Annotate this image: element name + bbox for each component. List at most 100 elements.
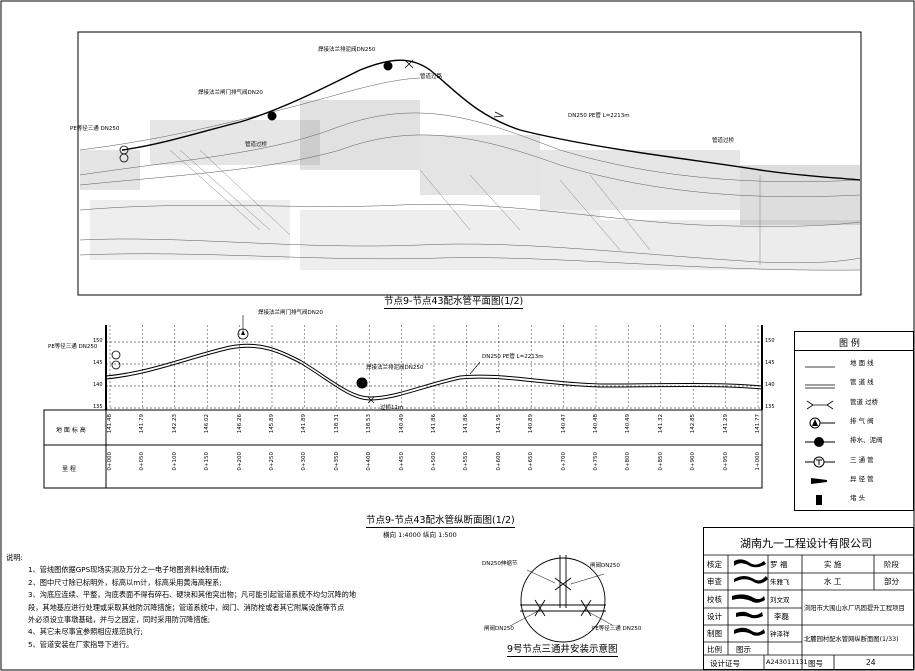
note-4: 4、其它未尽事宜参照相应规范执行; xyxy=(28,627,143,637)
chainage-value: 0+150 xyxy=(204,452,211,471)
chainage-value: 0+900 xyxy=(690,452,697,471)
legend-label: 管 道 线 xyxy=(850,378,874,387)
note-3: 3、沟底应连续、平整，沟底表面不得有碎石、硬块和其他突出物；凡可能引起管道系统不… xyxy=(28,590,357,600)
tb-drawing-name: 北麓园村配水管网纵断面图(1/33) xyxy=(804,636,899,643)
ground-elevation-value: 141.95 xyxy=(495,414,502,434)
elev-left-140: 140 xyxy=(93,382,103,388)
tb-role-2: 校核 xyxy=(707,595,722,604)
tb-project-name: 浏阳市大围山水厂巩固提升工程项目 xyxy=(804,605,905,612)
detail-label-top-right: 闸阀DN250 xyxy=(590,563,620,569)
detail-label-bottom-right: PE等径三通 DN250 xyxy=(592,626,642,632)
chainage-value: 0+450 xyxy=(398,452,405,471)
pipe-line-icon xyxy=(805,375,835,394)
profile-label-pipe-spec: DN250 PE管 L=2213m xyxy=(482,354,544,360)
elev-right-145: 145 xyxy=(765,360,775,366)
tb-col3-0: 实 施 xyxy=(824,560,842,569)
plan-terrain xyxy=(79,77,861,271)
tb-col3-1: 水 工 xyxy=(824,577,842,586)
legend: 图 例 地 面 线管 道 线管道 过桥排 气 阀排水、泥阀三 通 管异 径 管堵… xyxy=(794,331,914,511)
ground-elevation-value: 138.53 xyxy=(366,414,373,434)
reducer-icon xyxy=(805,472,835,491)
ground-elevation-value: 142.23 xyxy=(171,414,178,434)
elev-left-135: 135 xyxy=(93,404,103,410)
note-1: 1、管线图依据GPS现场实测及万分之一电子地图资料绘制而成; xyxy=(28,565,230,575)
chainage-value: 0+750 xyxy=(593,452,599,471)
chainage-value: 0+000 xyxy=(107,452,113,471)
bridge-crossing-icon xyxy=(805,395,835,414)
note-5: 5、管道安装在厂家指导下进行。 xyxy=(28,639,134,649)
plan-label-drain-valve: 焊接法兰排泥阀DN250 xyxy=(318,47,376,53)
ground-elevation-value: 141.89 xyxy=(301,414,308,434)
air-valve-icon xyxy=(805,414,835,433)
chainage-value: 1+000 xyxy=(755,452,761,471)
plan-label-bridge: 管道过桥 xyxy=(712,138,735,144)
tb-role-0: 核定 xyxy=(707,560,722,569)
tee-detail-drawing xyxy=(509,555,613,643)
detail-title: 9号节点三通井安装示意图 xyxy=(507,641,618,657)
plan-title: 节点9-节点43配水管平面图(1/2) xyxy=(384,293,524,309)
tb-role-1: 审查 xyxy=(707,577,722,586)
ground-elevation-value: 141.48 xyxy=(107,414,113,434)
plan-label-crossing-2: 管道过路 xyxy=(420,74,443,80)
elev-right-135: 135 xyxy=(765,404,775,410)
ground-elevation-value: 140.48 xyxy=(593,414,599,434)
tb-name-3: 李磊 xyxy=(774,612,789,621)
tb-name-0: 罗 福 xyxy=(770,560,788,569)
title-block-grid xyxy=(704,554,913,669)
legend-label: 管道 过桥 xyxy=(850,397,879,406)
tb-cert-no: A243011131 xyxy=(766,658,808,666)
tb-name-4: 钟泽祥 xyxy=(770,630,790,638)
tb-cert-label: 设计证号 xyxy=(710,659,740,668)
drain-valve-icon xyxy=(805,433,835,452)
note-3c: 外必须设立事墩基础，并与之固定，同时采用防沉降措施; xyxy=(28,615,211,625)
legend-label: 排水、泥阀 xyxy=(850,436,883,445)
notes: 说明: 1、管线图依据GPS现场实测及万分之一电子地图资料绘制而成; 2、图中尺… xyxy=(6,552,357,651)
plan-label-tee: PE等径三通 DN250 xyxy=(70,126,120,132)
profile-scale: 横向 1:4000 纵向 1:500 xyxy=(383,531,457,539)
legend-label: 排 气 阀 xyxy=(850,416,874,425)
title-block: 湖南九一工程设计有限公司 核定 罗 福 实 施 阶段 审查 朱雅飞 水 工 部分… xyxy=(703,527,914,670)
notes-heading: 说明: xyxy=(6,553,23,562)
legend-label: 地 面 线 xyxy=(850,359,874,367)
plan-pipeline xyxy=(121,59,861,181)
profile-title: 节点9-节点43配水管纵断面图(1/2) xyxy=(366,512,515,528)
profile-label-crossing: 过桥11m xyxy=(380,405,404,411)
legend-label: 异 径 管 xyxy=(850,474,874,483)
signatures xyxy=(732,559,768,636)
detail-label-top-left: DN250伸缩节 xyxy=(482,561,518,567)
ground-elevation-value: 140.89 xyxy=(528,414,535,434)
tee-icon xyxy=(805,453,835,472)
chainage-value: 0+850 xyxy=(657,452,664,471)
chainage-value: 0+050 xyxy=(139,452,146,471)
tb-drawing-no: 24 xyxy=(866,658,876,667)
tb-role-3: 设计 xyxy=(707,612,722,621)
ground-elevation-value: 141.32 xyxy=(657,414,664,434)
plan-frame xyxy=(77,31,862,296)
chainage-value: 0+100 xyxy=(171,452,178,471)
ground-elevation-value: 145.89 xyxy=(269,414,275,434)
chainage-value: 0+650 xyxy=(528,452,535,471)
detail-label-bottom-left: 闸阀DN250 xyxy=(484,626,514,632)
company-name: 湖南九一工程设计有限公司 xyxy=(740,537,872,550)
plan-texture xyxy=(80,100,860,270)
chainage-value: 0+400 xyxy=(366,452,373,471)
ground-elevation-value: 141.86 xyxy=(463,414,470,434)
legend-label: 堵 头 xyxy=(850,494,866,503)
end-cap-icon xyxy=(805,491,835,510)
profile-label-tee: PE等径三通 DN250 xyxy=(48,344,98,350)
ground-elevation-value: 140.49 xyxy=(398,414,405,434)
chainage-value: 0+600 xyxy=(495,452,502,471)
chainage-value: 0+250 xyxy=(269,452,275,471)
elev-left-150: 150 xyxy=(93,338,103,344)
ground-elevation-value: 146.02 xyxy=(204,414,211,434)
pipe-line xyxy=(105,346,763,401)
chainage-value: 0+500 xyxy=(431,452,437,471)
ground-elevation-value: 141.86 xyxy=(431,414,437,434)
tb-drawing-no-label: 图号 xyxy=(808,659,823,668)
plan-label-pipe-spec: DN250 PE管 L=2213m xyxy=(568,113,630,119)
ground-line xyxy=(105,343,763,398)
chainage-value: 0+300 xyxy=(301,452,308,471)
ground-elevation-value: 141.77 xyxy=(755,414,761,434)
chainage-value: 0+550 xyxy=(463,452,470,471)
